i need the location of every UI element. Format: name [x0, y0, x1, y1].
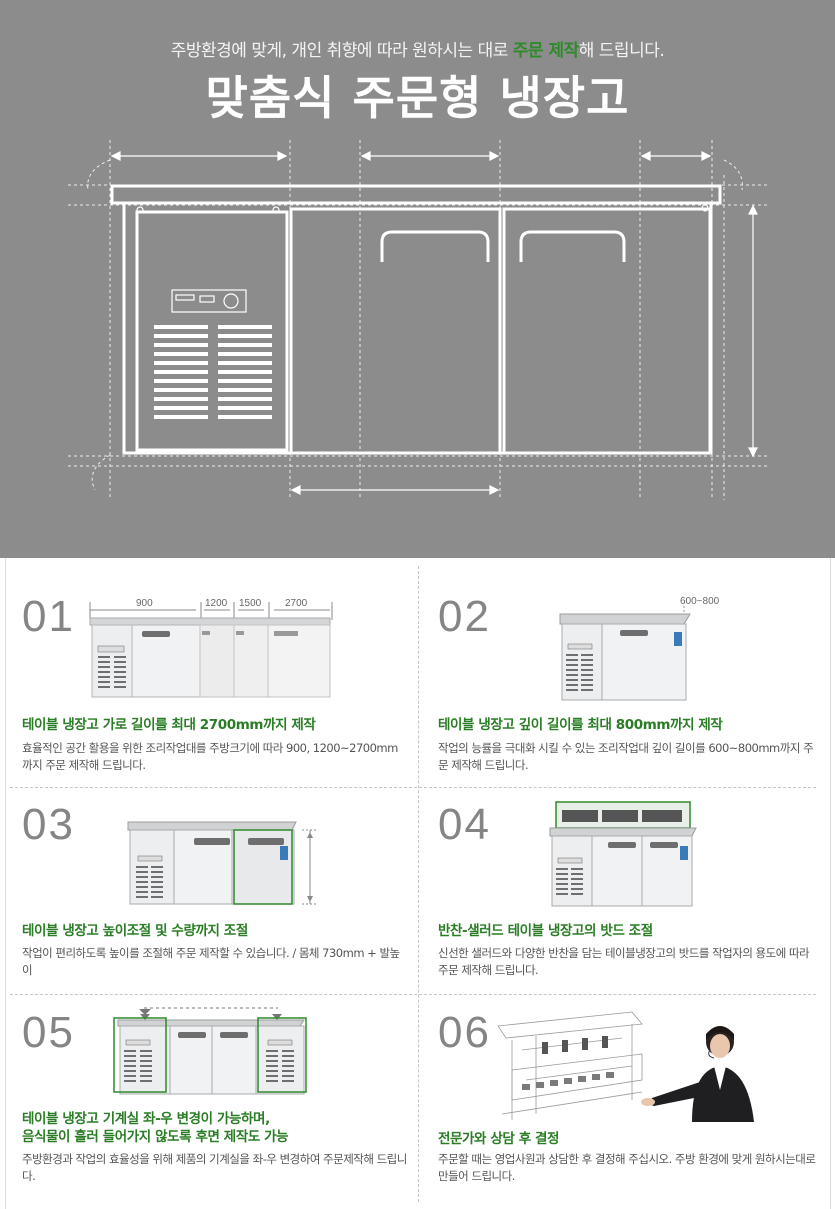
height-adjust-illustration — [127, 821, 318, 905]
column-divider — [418, 566, 419, 1202]
dim-label-depth: 600~800 — [680, 596, 720, 607]
feature-description: 작업의 능률을 극대화 시킬 수 있는 조리작업대 깊이 길이를 600~800… — [438, 741, 814, 772]
dim-label-900: 900 — [136, 598, 153, 609]
side-dish-tray-illustration — [549, 801, 697, 907]
refrigerator-blueprint-illustration — [68, 140, 770, 500]
hero-subtitle-text: 주방환경에 맞게, 개인 취향에 따라 원하시는 대로 — [170, 41, 513, 61]
feature-number: 05 — [22, 1008, 75, 1057]
feature-title: 전문가와 상담 후 결정 — [438, 1131, 560, 1147]
row-divider — [10, 994, 816, 995]
width-options-illustration: 900 1200 1500 2700 — [89, 598, 333, 698]
depth-options-illustration: 600~800 — [559, 596, 720, 701]
feature-title: 테이블 냉장고 깊이 길이를 최대 800mm까지 제작 — [438, 717, 723, 733]
hero-banner: 주방환경에 맞게, 개인 취향에 따라 원하시는 대로 주문 제작해 드립니다.… — [0, 0, 835, 558]
row-divider — [10, 787, 816, 788]
feature-number: 04 — [438, 800, 491, 849]
feature-description: 주문할 때는 영업사원과 상담한 후 결정해 주십시오. 주방 환경에 맞게 원… — [438, 1152, 816, 1183]
feature-title: 테이블 냉장고 기계실 좌-우 변경이 가능하며, 음식물이 흘러 들어가지 않… — [22, 1110, 289, 1146]
feature-description: 주방환경과 작업의 효율성을 위해 제품의 기계실을 좌-우 변경하여 주문제작… — [22, 1152, 407, 1183]
consultant-kitchen-illustration — [497, 1011, 754, 1122]
feature-description: 신선한 샐러드와 다양한 반찬을 담는 테이블냉장고의 밧드를 작업자의 용도에… — [438, 946, 810, 977]
dim-label-2700: 2700 — [285, 598, 308, 609]
feature-title-line2: 음식물이 흘러 들어가지 않도록 후면 제작도 가능 — [22, 1129, 289, 1145]
dim-label-1500: 1500 — [239, 598, 262, 609]
feature-title: 테이블 냉장고 높이조절 및 수량까지 조절 — [22, 923, 248, 939]
hero-subtitle-highlight: 주문 제작 — [512, 41, 579, 61]
feature-number: 02 — [438, 592, 491, 641]
feature-number: 03 — [22, 800, 75, 849]
feature-title: 반찬-샐러드 테이블 냉장고의 밧드 조절 — [438, 923, 653, 939]
feature-title-line1: 테이블 냉장고 기계실 좌-우 변경이 가능하며, — [22, 1111, 270, 1127]
feature-description: 작업이 편리하도록 높이를 조절해 주문 제작할 수 있습니다. / 몸체 73… — [22, 946, 400, 977]
feature-title: 테이블 냉장고 가로 길이를 최대 2700mm까지 제작 — [22, 717, 316, 733]
hero-subtitle-end: 해 드립니다. — [578, 41, 665, 61]
feature-number: 01 — [22, 592, 75, 641]
hero-subtitle: 주방환경에 맞게, 개인 취향에 따라 원하시는 대로 주문 제작해 드립니다. — [0, 36, 835, 61]
feature-description: 효율적인 공간 활용을 위한 조리작업대를 주방크기에 따라 900, 1200… — [22, 741, 398, 772]
feature-number: 06 — [438, 1008, 491, 1057]
hero-title: 맞춤식 주문형 냉장고 — [205, 71, 630, 125]
machine-room-swap-illustration — [113, 1007, 307, 1095]
consultant-person-icon — [641, 1026, 754, 1122]
dim-label-1200: 1200 — [205, 598, 228, 609]
